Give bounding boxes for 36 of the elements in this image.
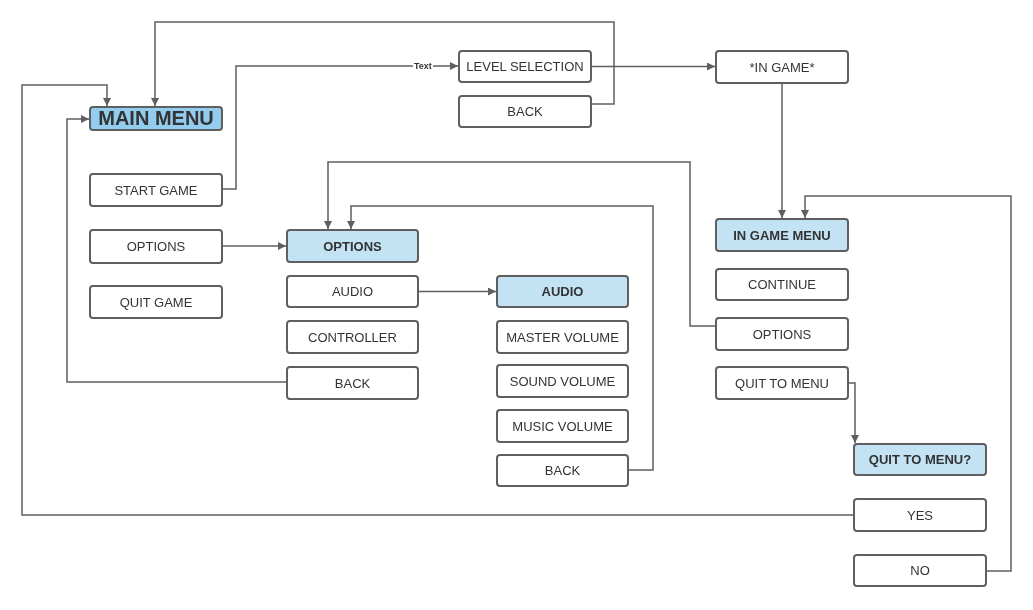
menu-header-box: OPTIONS bbox=[286, 229, 419, 263]
arrow bbox=[778, 83, 786, 219]
arrow bbox=[222, 242, 287, 250]
edge-label: Text bbox=[413, 61, 433, 72]
menu-option-box: MASTER VOLUME bbox=[496, 320, 629, 354]
menu-option-box: LEVEL SELECTION bbox=[458, 50, 592, 83]
menu-header-box: AUDIO bbox=[496, 275, 629, 308]
menu-option-box: BACK bbox=[286, 366, 419, 400]
menu-option-box: *IN GAME* bbox=[715, 50, 849, 84]
menu-option-box: OPTIONS bbox=[89, 229, 223, 264]
arrow bbox=[418, 287, 497, 296]
menu-option-box: AUDIO bbox=[286, 275, 419, 308]
menu-option-box: YES bbox=[853, 498, 987, 532]
menu-option-box: BACK bbox=[496, 454, 629, 487]
menu-option-box: QUIT TO MENU bbox=[715, 366, 849, 400]
arrow bbox=[801, 195, 1012, 572]
arrow bbox=[66, 115, 287, 383]
arrow bbox=[21, 84, 854, 516]
menu-option-box: MUSIC VOLUME bbox=[496, 409, 629, 443]
arrow bbox=[151, 21, 615, 107]
menu-option-box: START GAME bbox=[89, 173, 223, 207]
menu-option-box: CONTINUE bbox=[715, 268, 849, 301]
menu-header-box: IN GAME MENU bbox=[715, 218, 849, 252]
arrow bbox=[848, 382, 859, 444]
menu-header-box: QUIT TO MENU? bbox=[853, 443, 987, 476]
arrow bbox=[591, 62, 716, 71]
menu-option-box: QUIT GAME bbox=[89, 285, 223, 319]
arrow bbox=[347, 205, 654, 471]
menu-option-box: NO bbox=[853, 554, 987, 587]
arrow bbox=[222, 62, 459, 190]
menu-option-box: OPTIONS bbox=[715, 317, 849, 351]
menu-header-box: MAIN MENU bbox=[89, 106, 223, 131]
menu-option-box: BACK bbox=[458, 95, 592, 128]
menu-option-box: SOUND VOLUME bbox=[496, 364, 629, 398]
menu-option-box: CONTROLLER bbox=[286, 320, 419, 354]
arrow bbox=[324, 161, 716, 327]
